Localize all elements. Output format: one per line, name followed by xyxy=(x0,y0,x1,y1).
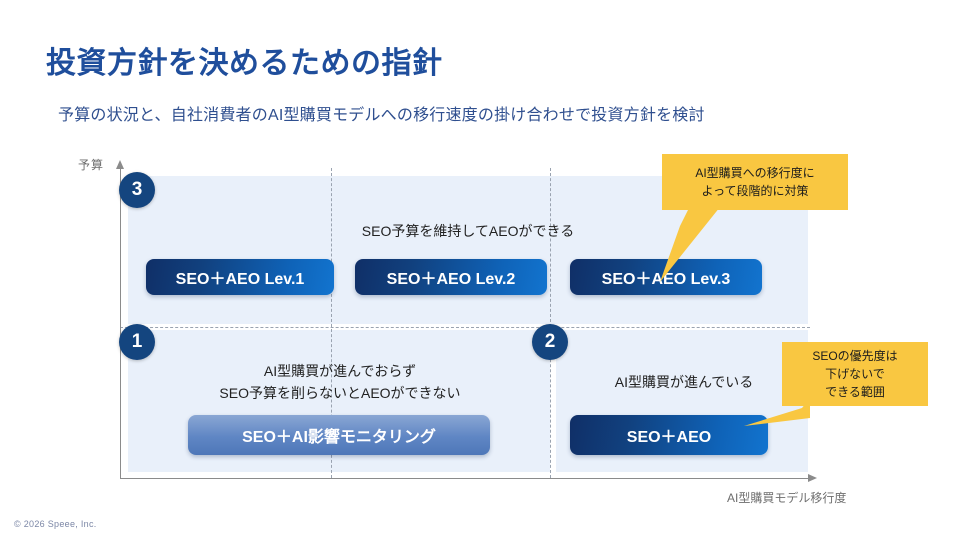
y-axis-arrow-icon xyxy=(116,160,124,169)
horizontal-divider xyxy=(120,327,810,328)
button-seo-aeo-lev1[interactable]: SEO＋AEO Lev.1 xyxy=(146,259,334,295)
y-axis-line xyxy=(120,168,121,478)
page-subtitle: 予算の状況と、自社消費者のAI型購買モデルへの移行速度の掛け合わせで投資方針を検… xyxy=(58,107,705,124)
x-axis-label: AI型購買モデル移行度 xyxy=(727,491,847,505)
button-seo-aeo[interactable]: SEO＋AEO xyxy=(570,415,768,455)
vertical-divider-first xyxy=(331,168,332,478)
button-seo-aeo-lev3[interactable]: SEO＋AEO Lev.3 xyxy=(570,259,762,295)
badge-two: 2 xyxy=(532,324,568,360)
callout-top-tail-icon xyxy=(660,202,724,282)
badge-one: 1 xyxy=(119,324,155,360)
page-title: 投資方針を決めるための指針 xyxy=(46,47,443,80)
callout-seo-priority: SEOの優先度は 下げないで できる範囲 xyxy=(782,342,928,406)
callout-stepwise-measures: AI型購買への移行度に よって段階的に対策 xyxy=(662,154,848,210)
x-axis-line xyxy=(120,478,810,479)
zone-lower-right-caption: AI型購買が進んでいる xyxy=(614,374,754,390)
vertical-divider-second xyxy=(550,168,551,478)
button-seo-ai-monitoring[interactable]: SEO＋AI影響モニタリング xyxy=(188,415,490,455)
badge-three: 3 xyxy=(119,172,155,208)
zone-upper-caption: SEO予算を維持してAEOができる xyxy=(361,223,575,239)
y-axis-label: 予算 xyxy=(78,158,105,172)
callout-right-tail-icon xyxy=(744,398,810,426)
button-seo-aeo-lev2[interactable]: SEO＋AEO Lev.2 xyxy=(355,259,547,295)
x-axis-arrow-icon xyxy=(808,474,817,482)
footer-copyright: © 2026 Speee, Inc. xyxy=(14,519,97,529)
zone-lower-left-caption: AI型購買が進んでおらず SEO予算を削らないとAEOができない xyxy=(219,363,461,401)
